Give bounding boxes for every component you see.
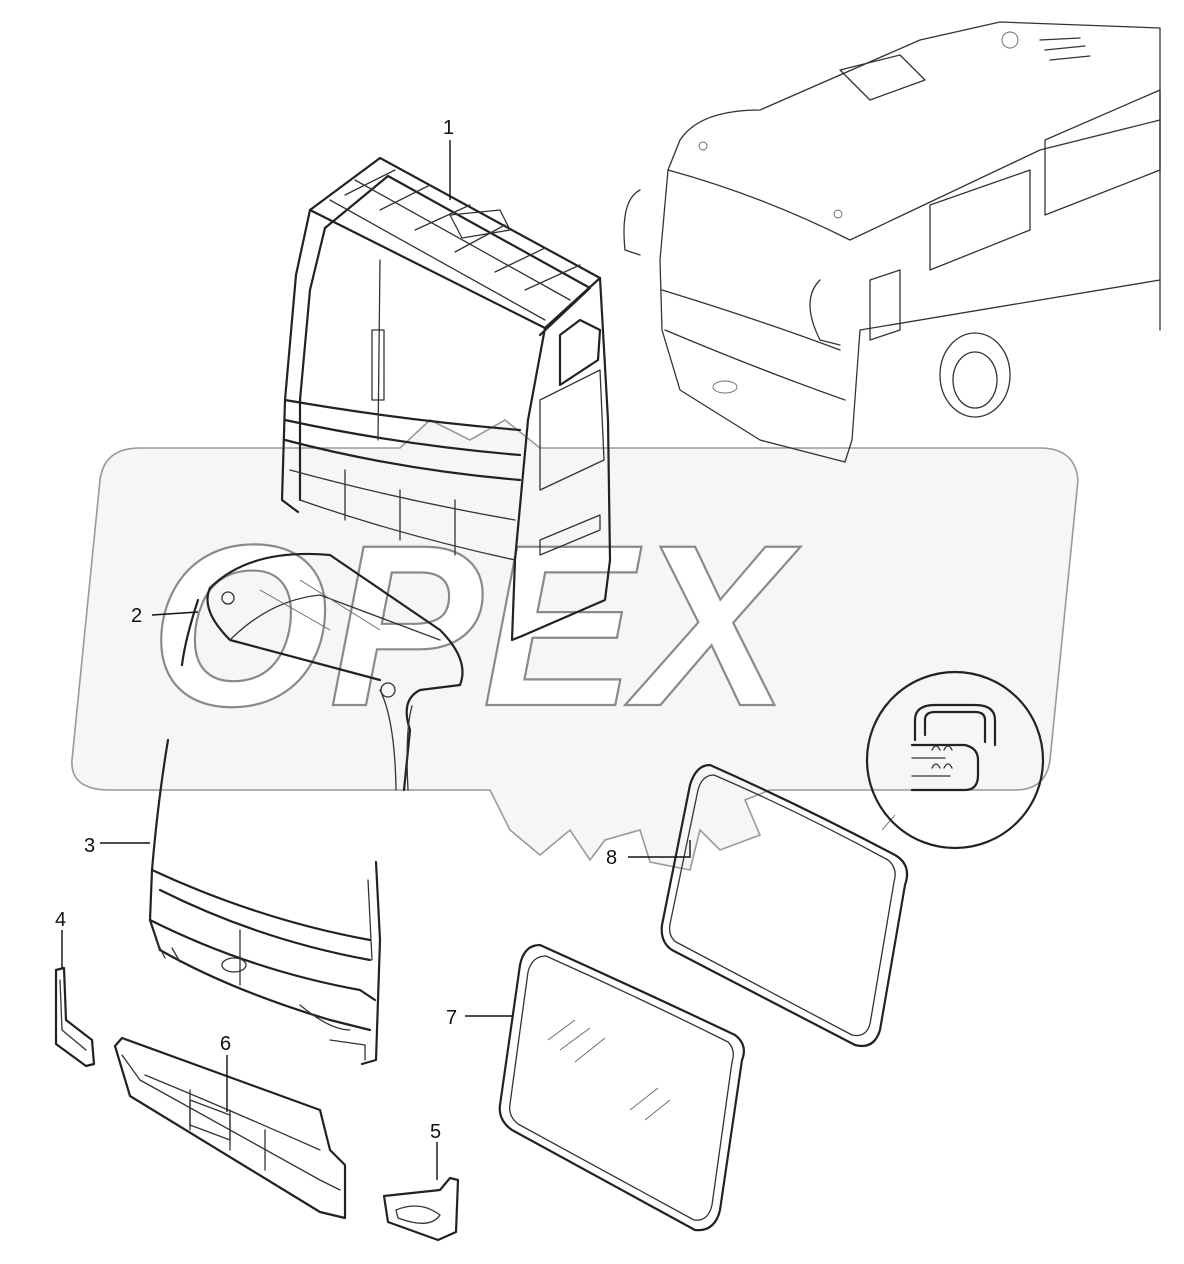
seal-detail-circle xyxy=(865,670,1045,850)
callout-3: 3 xyxy=(84,835,95,857)
part-7-windshield-glass xyxy=(498,943,745,1232)
callouts: 1 2 3 4 5 6 7 8 xyxy=(55,117,617,1143)
callout-6: 6 xyxy=(220,1033,231,1055)
leader-lines xyxy=(61,140,691,1180)
callout-7: 7 xyxy=(446,1007,457,1029)
callout-4: 4 xyxy=(55,909,66,931)
callout-8: 8 xyxy=(606,847,617,869)
watermark: OPEX xyxy=(71,419,1079,871)
part-6-grille xyxy=(113,1036,347,1220)
reference-bus xyxy=(623,21,1161,463)
callout-2: 2 xyxy=(131,605,142,627)
part-5-corner-bracket xyxy=(382,1176,460,1242)
watermark-text: OPEX xyxy=(150,497,801,754)
callout-5: 5 xyxy=(430,1121,441,1143)
part-2-roof-panel xyxy=(180,552,464,792)
part-1-front-frame xyxy=(280,156,612,642)
part-4-side-trim xyxy=(54,966,96,1068)
part-3-front-mask xyxy=(148,738,382,1066)
watermark-gear-badge xyxy=(71,419,1079,871)
callout-1: 1 xyxy=(443,117,454,139)
part-8-windshield-glass xyxy=(660,670,1045,1048)
